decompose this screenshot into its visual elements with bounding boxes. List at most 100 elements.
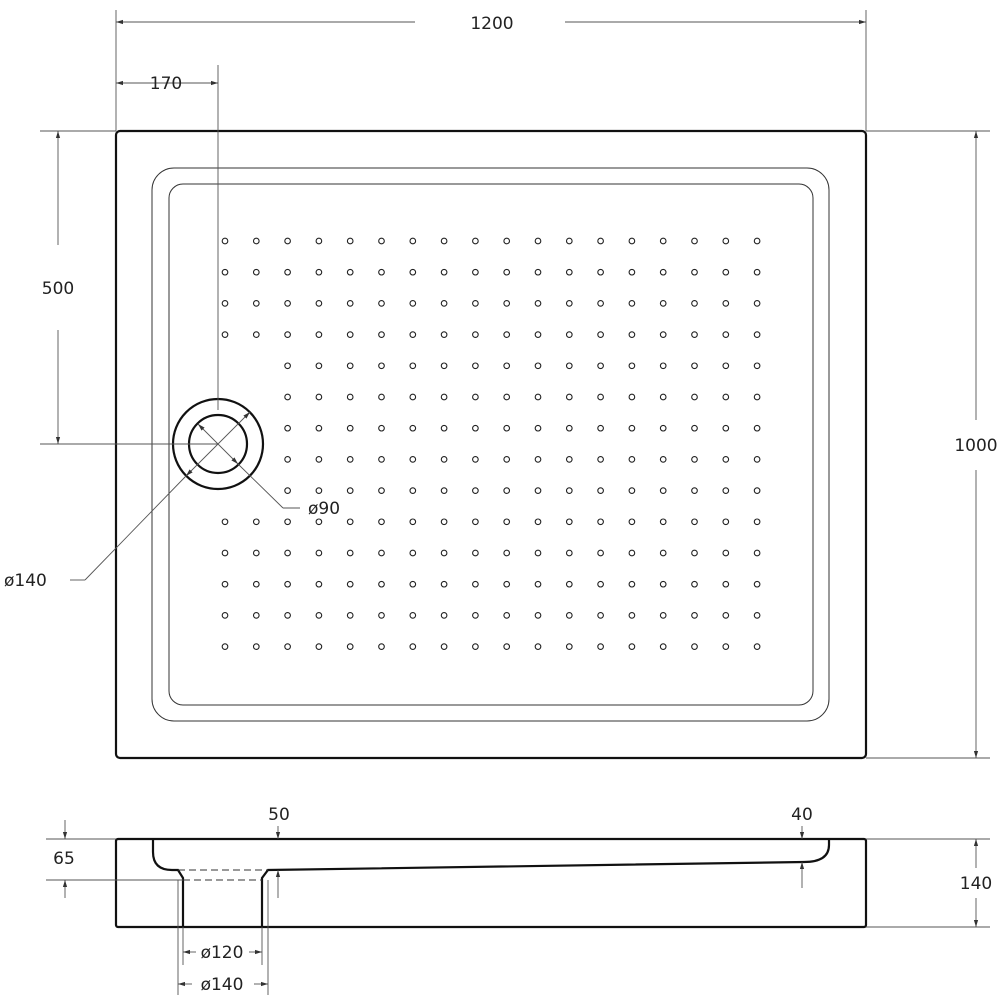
anti-slip-dot bbox=[221, 300, 229, 307]
anti-slip-dot bbox=[472, 424, 479, 432]
anti-slip-dot bbox=[565, 518, 573, 526]
anti-slip-dot bbox=[472, 487, 479, 494]
anti-slip-dot bbox=[659, 362, 667, 370]
pipe-inner-diameter-label: ø120 bbox=[201, 943, 244, 963]
anti-slip-dot bbox=[503, 487, 511, 494]
anti-slip-dot bbox=[378, 612, 385, 619]
anti-slip-dot bbox=[252, 549, 260, 557]
anti-slip-dot bbox=[378, 331, 385, 338]
anti-slip-dot bbox=[378, 456, 385, 463]
anti-slip-dot bbox=[503, 300, 511, 307]
anti-slip-dot bbox=[722, 549, 730, 557]
anti-slip-dot bbox=[691, 487, 698, 494]
anti-slip-dot bbox=[597, 237, 604, 245]
anti-slip-dot bbox=[565, 424, 573, 432]
anti-slip-dot bbox=[315, 518, 323, 526]
anti-slip-dot bbox=[753, 518, 761, 526]
anti-slip-dot bbox=[440, 268, 448, 276]
anti-slip-dot bbox=[565, 456, 573, 463]
anti-slip-dot bbox=[503, 424, 511, 432]
anti-slip-dot bbox=[315, 456, 323, 463]
anti-slip-dot bbox=[409, 237, 417, 245]
width-label: 1200 bbox=[470, 14, 513, 34]
anti-slip-dot bbox=[440, 549, 448, 557]
anti-slip-dot bbox=[315, 300, 323, 307]
anti-slip-dot bbox=[565, 362, 573, 370]
anti-slip-dot bbox=[346, 331, 354, 338]
anti-slip-dot bbox=[565, 487, 573, 494]
anti-slip-dot bbox=[597, 612, 604, 619]
anti-slip-dot bbox=[284, 424, 291, 432]
anti-slip-dot bbox=[378, 362, 385, 370]
anti-slip-dot bbox=[409, 268, 417, 276]
anti-slip-dot bbox=[534, 456, 542, 463]
anti-slip-dot bbox=[252, 643, 260, 650]
anti-slip-dot bbox=[472, 331, 479, 338]
anti-slip-dot bbox=[565, 580, 573, 588]
anti-slip-dot bbox=[753, 237, 761, 245]
anti-slip-dot bbox=[472, 643, 479, 650]
anti-slip-dot bbox=[753, 612, 761, 619]
anti-slip-dot bbox=[659, 580, 667, 588]
anti-slip-dot bbox=[659, 393, 667, 401]
anti-slip-dot bbox=[534, 612, 542, 619]
anti-slip-dot bbox=[440, 237, 448, 245]
anti-slip-dot bbox=[534, 268, 542, 276]
anti-slip-dot bbox=[534, 237, 542, 245]
anti-slip-dot bbox=[315, 268, 323, 276]
anti-slip-dot bbox=[378, 300, 385, 307]
anti-slip-dot bbox=[565, 300, 573, 307]
anti-slip-dot bbox=[409, 456, 417, 463]
anti-slip-dot bbox=[534, 424, 542, 432]
anti-slip-dot bbox=[503, 331, 511, 338]
anti-slip-dot bbox=[409, 300, 417, 307]
anti-slip-dot bbox=[753, 580, 761, 588]
dimension-lines bbox=[40, 10, 990, 759]
anti-slip-dot bbox=[346, 393, 354, 401]
anti-slip-dot bbox=[722, 487, 730, 494]
anti-slip-dot bbox=[221, 518, 229, 526]
anti-slip-dot bbox=[472, 268, 479, 276]
anti-slip-dot bbox=[565, 268, 573, 276]
anti-slip-dot bbox=[753, 300, 761, 307]
anti-slip-dot bbox=[753, 362, 761, 370]
anti-slip-dot bbox=[472, 237, 479, 245]
anti-slip-dot bbox=[221, 331, 229, 338]
anti-slip-dot bbox=[409, 393, 417, 401]
anti-slip-dot bbox=[378, 580, 385, 588]
anti-slip-dot bbox=[659, 237, 667, 245]
anti-slip-dot bbox=[659, 612, 667, 619]
anti-slip-dot bbox=[722, 424, 730, 432]
anti-slip-dot bbox=[221, 549, 229, 557]
drain-inner-diameter-label: ø90 bbox=[308, 499, 340, 519]
anti-slip-dot bbox=[409, 549, 417, 557]
anti-slip-dot bbox=[722, 362, 730, 370]
tray-rim bbox=[151, 167, 830, 722]
anti-slip-dot bbox=[346, 268, 354, 276]
anti-slip-dot bbox=[534, 549, 542, 557]
side-view bbox=[114, 837, 868, 929]
anti-slip-dot bbox=[753, 643, 761, 650]
anti-slip-dot bbox=[659, 424, 667, 432]
anti-slip-dot bbox=[315, 424, 323, 432]
anti-slip-dot bbox=[597, 643, 604, 650]
anti-slip-dot bbox=[472, 393, 479, 401]
anti-slip-dot bbox=[378, 424, 385, 432]
anti-slip-dot bbox=[534, 643, 542, 650]
anti-slip-dot bbox=[252, 331, 260, 338]
anti-slip-dot bbox=[597, 549, 604, 557]
anti-slip-dot bbox=[722, 518, 730, 526]
anti-slip-dot bbox=[440, 487, 448, 494]
anti-slip-dot bbox=[315, 643, 323, 650]
side-floor-far-label: 40 bbox=[791, 805, 813, 825]
anti-slip-dot bbox=[722, 331, 730, 338]
anti-slip-dot bbox=[440, 331, 448, 338]
anti-slip-dot bbox=[252, 518, 260, 526]
anti-slip-dot bbox=[284, 268, 291, 276]
anti-slip-dot bbox=[409, 331, 417, 338]
anti-slip-dot bbox=[628, 393, 636, 401]
anti-slip-dot bbox=[409, 518, 417, 526]
anti-slip-dot bbox=[221, 612, 229, 619]
anti-slip-dot bbox=[722, 237, 730, 245]
